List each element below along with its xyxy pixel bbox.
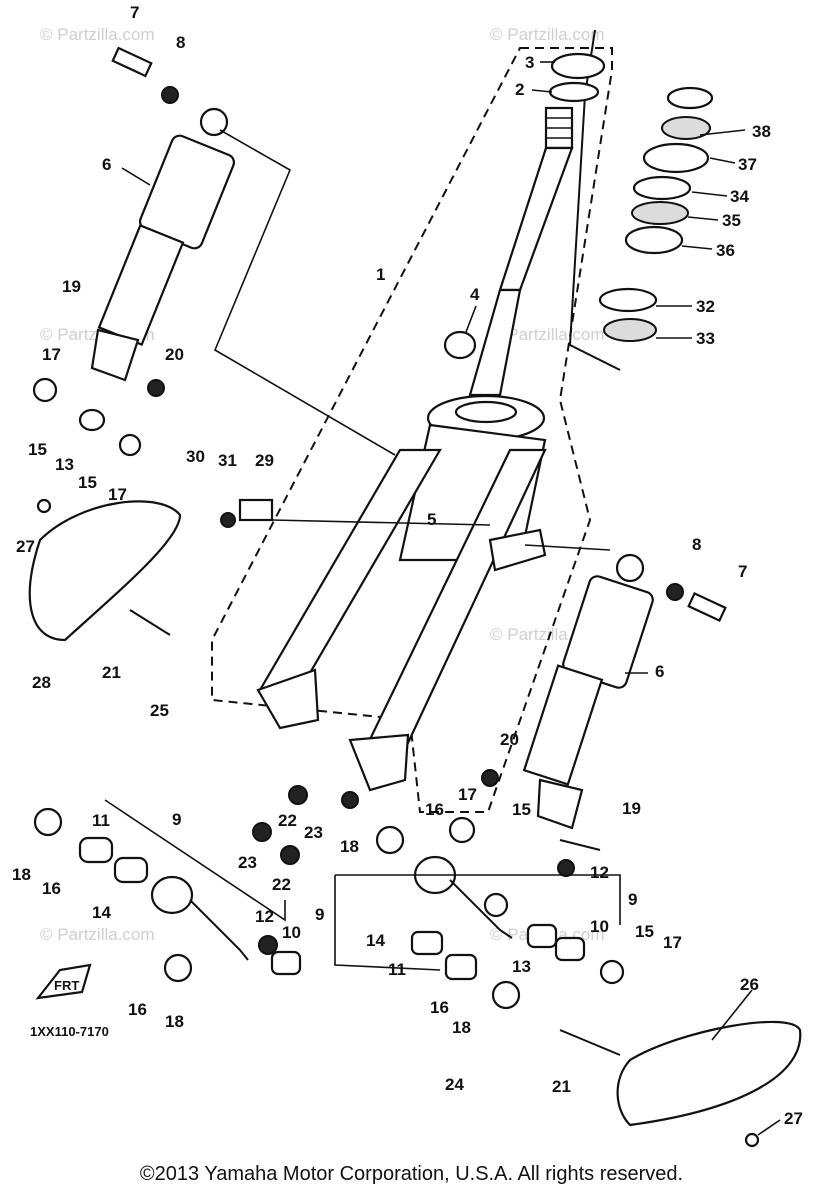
callout-1: 1 [376,265,385,284]
callout-28: 28 [32,673,51,692]
callout-26: 26 [740,975,759,994]
callout-30: 30 [186,447,205,466]
callout-17-c: 17 [458,785,477,804]
callout-22-a: 22 [278,811,297,830]
front-mark: FRT [54,978,79,993]
callout-27-right: 27 [784,1109,803,1128]
callout-32: 32 [696,297,715,316]
callout-labels: 1 2 3 4 5 6 6 7 7 8 8 9 9 9 10 10 11 11 … [12,3,803,1128]
diagram-code: 1XX110-7170 [30,1024,109,1039]
callout-8-left: 8 [176,33,185,52]
leader-lines [104,129,621,971]
callout-16-c: 16 [425,800,444,819]
watermark: © Partzilla.com [40,925,155,944]
callout-5: 5 [427,510,436,529]
callout-17-b: 17 [108,485,127,504]
callout-16-b: 16 [128,1000,147,1019]
fork-assembly-outline [211,47,613,813]
callout-21-right: 21 [552,1077,571,1096]
front-arrow-icon: FRT [35,963,92,1000]
callout-25: 25 [150,701,169,720]
callout-24: 24 [445,1075,464,1094]
callout-34: 34 [730,187,749,206]
callout-10-left: 10 [282,923,301,942]
callout-17-d: 17 [663,933,682,952]
bearing-stack [568,29,714,371]
callout-leaders [121,61,781,1136]
watermark: © Partzilla.com [490,325,605,344]
callout-12-right: 12 [590,863,609,882]
callout-9-mid: 9 [315,905,324,924]
callout-15-a: 15 [28,440,47,459]
watermark: © Partzilla.com [490,25,605,44]
callout-31: 31 [218,451,237,470]
callout-12-left: 12 [255,907,274,926]
callout-15-c: 15 [512,800,531,819]
callout-35: 35 [722,211,741,230]
callout-21-left: 21 [102,663,121,682]
callout-36: 36 [716,241,735,260]
callout-9-left: 9 [172,810,181,829]
callout-17-a: 17 [42,345,61,364]
callout-38: 38 [752,122,771,141]
hardware [32,377,760,1148]
callout-9-right: 9 [628,890,637,909]
callout-23-b: 23 [238,853,257,872]
right-shock [522,553,727,830]
callout-23-a: 23 [304,823,323,842]
callout-22-b: 22 [272,875,291,894]
callout-18-d: 18 [452,1018,471,1037]
callout-15-d: 15 [635,922,654,941]
callout-18-c: 18 [340,837,359,856]
callout-8-right: 8 [692,535,701,554]
callout-16-a: 16 [42,879,61,898]
callout-37: 37 [738,155,757,174]
callout-29: 29 [255,451,274,470]
callout-4: 4 [470,285,480,304]
callout-11-right: 11 [388,960,406,979]
callout-18-a: 18 [12,865,31,884]
callout-13-right: 13 [512,957,531,976]
callout-2: 2 [515,80,524,99]
callout-18-b: 18 [165,1012,184,1031]
callout-6-right: 6 [655,662,664,681]
left-cover [28,500,182,642]
callout-20-left: 20 [165,345,184,364]
callout-13-left: 13 [55,455,74,474]
front-fork [256,52,606,792]
copyright-notice: ©2013 Yamaha Motor Corporation, U.S.A. A… [139,1163,684,1185]
callout-14-right: 14 [366,931,385,950]
callout-20-right: 20 [500,730,519,749]
callout-14-left: 14 [92,903,111,922]
callout-3: 3 [525,53,534,72]
watermark: © Partzilla.com [40,25,155,44]
right-cover [616,1020,802,1127]
callout-16-d: 16 [430,998,449,1017]
callout-7-right: 7 [738,562,747,581]
callout-19-right: 19 [622,799,641,818]
callout-15-b: 15 [78,473,97,492]
callout-33: 33 [696,329,715,348]
callout-11-left: 11 [92,811,110,830]
callout-7-left: 7 [130,3,139,22]
left-shock [90,46,236,382]
callout-10-right: 10 [590,917,609,936]
callout-6-left: 6 [102,155,111,174]
callout-27-left: 27 [16,537,35,556]
callout-19-left: 19 [62,277,81,296]
